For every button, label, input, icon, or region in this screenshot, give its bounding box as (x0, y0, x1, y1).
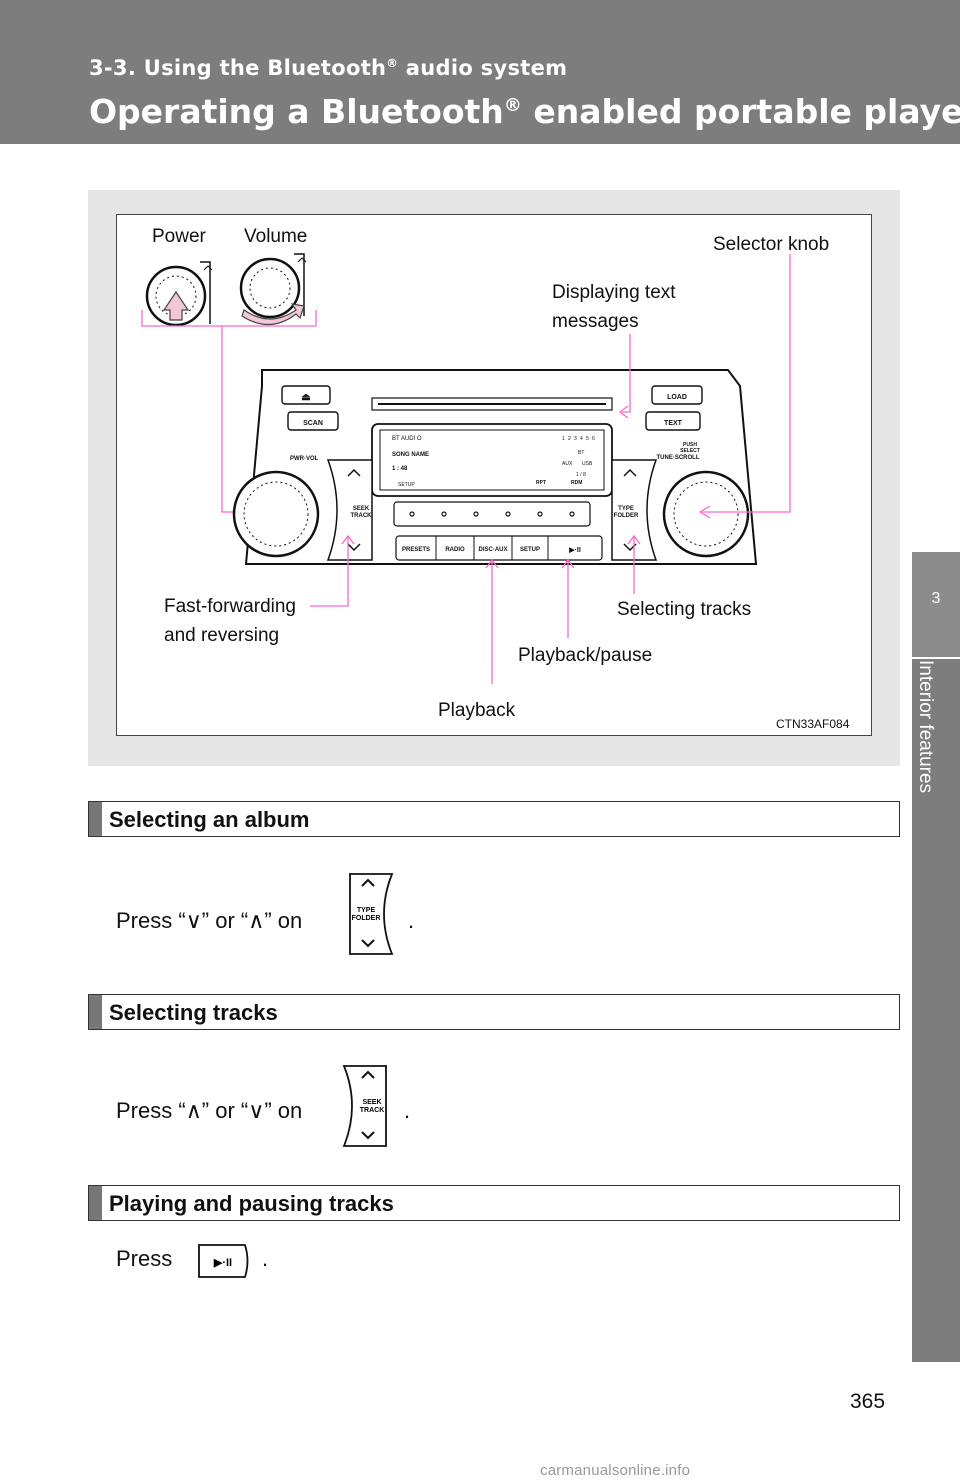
display-preset: 6 (592, 436, 595, 442)
eject-icon: ⏏ (301, 392, 311, 403)
chapter-side-tab (912, 552, 960, 1362)
down-chevron-icon: ∨ (248, 1098, 265, 1123)
folder-label: FOLDER (614, 513, 639, 519)
instruction-text: ” or “ (201, 908, 249, 933)
icon-label: ▶·II (213, 1257, 232, 1269)
figure-code: CTN33AF084 (776, 717, 850, 731)
select-label: SELECT (680, 448, 700, 454)
display-setup: SETUP (398, 482, 415, 488)
subtitle-text: 3-3. Using the Bluetooth (89, 56, 387, 80)
section-title: Playing and pausing tracks (109, 1191, 394, 1216)
section-marker (89, 1186, 102, 1220)
chapter-number-box: 3 (912, 552, 960, 659)
section-subtitle: 3-3. Using the Bluetooth® audio system (89, 56, 567, 80)
display-time: 1 : 48 (392, 466, 408, 472)
icon-label: TRACK (360, 1107, 385, 1114)
selecting-tracks-callout: Selecting tracks (617, 599, 751, 620)
audio-head-unit (232, 369, 758, 565)
icon-label: TYPE (357, 907, 376, 914)
scan-button-label: SCAN (303, 420, 323, 427)
display-preset: 1 (562, 436, 565, 442)
display-preset: 3 (574, 436, 577, 442)
chapter-number: 3 (931, 590, 941, 607)
setup-button-label: SETUP (520, 547, 540, 553)
displaying-text-callout: Displaying text (552, 282, 676, 303)
seek-track-button-icon: SEEK TRACK (342, 1065, 387, 1147)
instruction-text: ” or “ (201, 1098, 249, 1123)
display-preset: 4 (580, 436, 583, 442)
instruction-period: . (262, 1246, 269, 1271)
display-rdm: RDM (571, 480, 582, 486)
up-chevron-icon: ∧ (185, 1098, 202, 1123)
display-track-count: 1 / 8 (576, 472, 586, 478)
page-number: 365 (850, 1390, 886, 1413)
radio-button-label: RADIO (445, 547, 465, 553)
display-aux-indicator: AUX (562, 461, 573, 467)
seek-label: SEEK (353, 506, 370, 512)
page-title: Operating a Bluetooth® enabled portable … (89, 92, 960, 131)
pwr-vol-label: PWR·VOL (290, 456, 319, 462)
volume-callout: Volume (244, 226, 307, 247)
section-header-playing-pausing: Playing and pausing tracks (88, 1185, 900, 1221)
playback-pause-callout: Playback/pause (518, 645, 652, 666)
play-pause-button-label: ▶·II (568, 547, 581, 554)
audio-unit-diagram: ⏏ SCAN LOAD TEXT PWR·VOL PUSH SELECT TUN… (141, 226, 850, 731)
icon-label: SEEK (362, 1099, 381, 1106)
type-label: TYPE (618, 506, 634, 512)
text-button-label: TEXT (664, 420, 683, 427)
section-header-selecting-tracks: Selecting tracks (88, 994, 900, 1030)
down-chevron-icon: ∨ (185, 908, 202, 933)
messages-callout: messages (552, 311, 639, 332)
disc-aux-button-label: DISC·AUX (478, 547, 507, 553)
display-source-text: BT AUDI O (392, 436, 422, 442)
instruction-text: Press “ (116, 908, 186, 933)
page-header (0, 0, 960, 144)
subtitle-registered-mark: ® (386, 56, 399, 70)
display-preset: 5 (586, 436, 589, 442)
play-pause-button-icon: ▶·II (198, 1244, 249, 1278)
chapter-label: Interior features (915, 660, 936, 794)
display-bt-indicator: BT (578, 450, 584, 456)
section-header-selecting-album: Selecting an album (88, 801, 900, 837)
instruction-text: Press “ (116, 1098, 186, 1123)
title-text-rest: enabled portable player (521, 92, 960, 131)
subtitle-text-rest: audio system (398, 56, 568, 80)
icon-label: FOLDER (352, 915, 381, 922)
footer-watermark: carmanualsonline.info (540, 1462, 691, 1479)
instruction-selecting-album: Press “∨” or “∧” on (116, 908, 302, 934)
type-folder-button-icon: TYPE FOLDER (349, 873, 394, 955)
and-reversing-callout: and reversing (164, 625, 279, 646)
presets-button-label: PRESETS (402, 547, 430, 553)
display-rpt: RPT (536, 480, 546, 486)
section-marker (89, 995, 102, 1029)
callout-lines (310, 254, 791, 684)
section-title: Selecting an album (109, 807, 310, 832)
selector-knob-callout: Selector knob (713, 234, 829, 255)
push-label: PUSH (683, 442, 697, 448)
track-label: TRACK (351, 513, 373, 519)
display-song-name: SONG NAME (392, 452, 429, 458)
display-preset-numbers: 1 2 3 4 5 6 (562, 436, 595, 442)
display-usb-indicator: USB (582, 461, 593, 467)
volume-knob-icon (239, 253, 307, 326)
instruction-text: ” on (264, 1098, 303, 1123)
display-preset: 2 (568, 436, 571, 442)
instruction-playing-pausing: Press (116, 1246, 173, 1271)
playback-callout: Playback (438, 700, 516, 721)
section-marker (89, 802, 102, 836)
instruction-text: ” on (264, 908, 303, 933)
instruction-period: . (408, 908, 415, 933)
load-button-label: LOAD (667, 394, 687, 401)
instruction-period: . (404, 1098, 411, 1123)
section-title: Selecting tracks (109, 1000, 278, 1025)
title-registered-mark: ® (503, 95, 522, 116)
title-text: Operating a Bluetooth (89, 92, 504, 131)
instruction-selecting-tracks: Press “∧” or “∨” on (116, 1098, 302, 1124)
power-knob-icon (145, 261, 213, 327)
fast-forward-callout: Fast-forwarding (164, 596, 296, 617)
power-callout: Power (152, 226, 207, 247)
up-chevron-icon: ∧ (248, 908, 265, 933)
tune-scroll-label: TUNE·SCROLL (657, 455, 700, 461)
